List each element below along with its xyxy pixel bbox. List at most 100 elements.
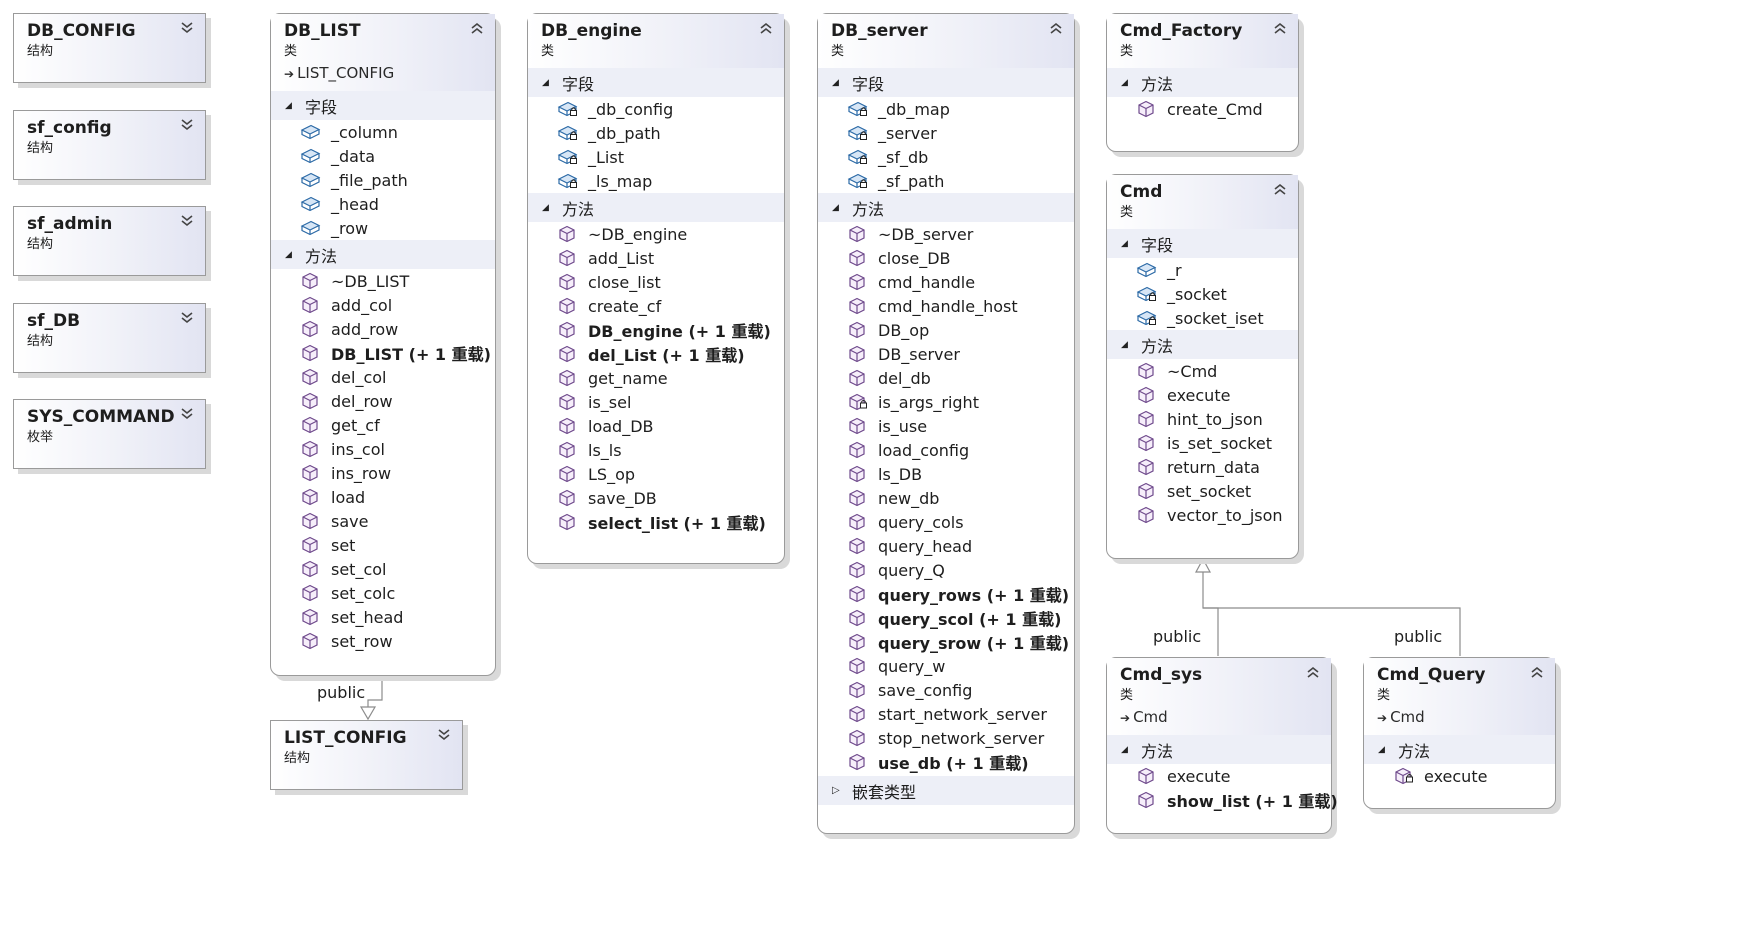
method-add-row[interactable]: add_row — [271, 317, 495, 341]
section-methods[interactable]: ◢方法 — [818, 193, 1074, 222]
field-socket[interactable]: _socket — [1107, 282, 1298, 306]
method-new-db[interactable]: new_db — [818, 486, 1074, 510]
method-query-cols[interactable]: query_cols — [818, 510, 1074, 534]
field-file-path[interactable]: _file_path — [271, 168, 495, 192]
method-return-data[interactable]: return_data — [1107, 455, 1298, 479]
method-is-use[interactable]: is_use — [818, 414, 1074, 438]
collapse-triangle-icon[interactable]: ◢ — [542, 77, 549, 88]
method-get-name[interactable]: get_name — [528, 366, 784, 390]
field-data[interactable]: _data — [271, 144, 495, 168]
method-set-row[interactable]: set_row — [271, 629, 495, 653]
field-sf-path[interactable]: _sf_path — [818, 169, 1074, 193]
expand-icon[interactable] — [179, 20, 195, 36]
method-del-db[interactable]: del_db — [818, 366, 1074, 390]
method-query-rows[interactable]: query_rows (+ 1 重载) — [818, 582, 1074, 606]
field-db-path[interactable]: _db_path — [528, 121, 784, 145]
section-methods[interactable]: ◢方法 — [1107, 330, 1298, 359]
expand-icon[interactable] — [179, 406, 195, 422]
field-ls-map[interactable]: _ls_map — [528, 169, 784, 193]
method-cmd[interactable]: ~Cmd — [1107, 359, 1298, 383]
section-fields[interactable]: ◢字段 — [818, 68, 1074, 97]
method-get-cf[interactable]: get_cf — [271, 413, 495, 437]
method-set-head[interactable]: set_head — [271, 605, 495, 629]
method-close-list[interactable]: close_list — [528, 270, 784, 294]
method-ls-ls[interactable]: ls_ls — [528, 438, 784, 462]
section-methods[interactable]: ◢方法 — [1364, 735, 1555, 764]
field-column[interactable]: _column — [271, 120, 495, 144]
method-set-socket[interactable]: set_socket — [1107, 479, 1298, 503]
method-db-list[interactable]: ~DB_LIST — [271, 269, 495, 293]
struct-sf-db[interactable]: sf_DB 结构 — [13, 303, 206, 373]
method-db-server[interactable]: ~DB_server — [818, 222, 1074, 246]
method-set[interactable]: set — [271, 533, 495, 557]
method-ins-col[interactable]: ins_col — [271, 437, 495, 461]
method-execute[interactable]: execute — [1107, 764, 1331, 788]
method-del-row[interactable]: del_row — [271, 389, 495, 413]
method-ls-db[interactable]: ls_DB — [818, 462, 1074, 486]
method-show-list[interactable]: show_list (+ 1 重载) — [1107, 788, 1338, 812]
section-methods[interactable]: ◢方法 — [528, 193, 784, 222]
method-cmd-handle-host[interactable]: cmd_handle_host — [818, 294, 1074, 318]
collapse-triangle-icon[interactable]: ◢ — [1378, 744, 1385, 755]
method-set-col[interactable]: set_col — [271, 557, 495, 581]
method-del-list[interactable]: del_List (+ 1 重载) — [528, 342, 784, 366]
section-methods[interactable]: ◢方法 — [1107, 735, 1331, 764]
collapse-icon[interactable] — [1529, 664, 1545, 680]
collapse-icon[interactable] — [1305, 664, 1321, 680]
section-methods[interactable]: ◢方法 — [271, 240, 495, 269]
expand-icon[interactable] — [179, 310, 195, 326]
method-hint-to-json[interactable]: hint_to_json — [1107, 407, 1298, 431]
method-load-db[interactable]: load_DB — [528, 414, 784, 438]
collapse-icon[interactable] — [758, 20, 774, 36]
collapse-triangle-icon[interactable]: ◢ — [285, 100, 292, 111]
section-nested-types[interactable]: ▷嵌套类型 — [818, 776, 1074, 805]
method-is-sel[interactable]: is_sel — [528, 390, 784, 414]
method-query-scol[interactable]: query_scol (+ 1 重载) — [818, 606, 1074, 630]
method-create-cf[interactable]: create_cf — [528, 294, 784, 318]
struct-db-config[interactable]: DB_CONFIG 结构 — [13, 13, 206, 83]
collapse-triangle-icon[interactable]: ◢ — [1121, 238, 1128, 249]
section-fields[interactable]: ◢字段 — [271, 91, 495, 120]
collapse-icon[interactable] — [469, 20, 485, 36]
collapse-triangle-icon[interactable]: ◢ — [542, 202, 549, 213]
method-use-db[interactable]: use_db (+ 1 重载) — [818, 750, 1074, 774]
field-list[interactable]: _List — [528, 145, 784, 169]
collapse-icon[interactable] — [1272, 181, 1288, 197]
method-db-list[interactable]: DB_LIST (+ 1 重载) — [271, 341, 495, 365]
method-stop-network-server[interactable]: stop_network_server — [818, 726, 1074, 750]
expand-icon[interactable] — [179, 117, 195, 133]
method-save-db[interactable]: save_DB — [528, 486, 784, 510]
method-save-config[interactable]: save_config — [818, 678, 1074, 702]
expand-icon[interactable] — [179, 213, 195, 229]
expand-icon[interactable] — [436, 727, 452, 743]
method-ls-op[interactable]: LS_op — [528, 462, 784, 486]
field-socket-iset[interactable]: _socket_iset — [1107, 306, 1298, 330]
collapse-triangle-icon[interactable]: ◢ — [1121, 77, 1128, 88]
method-start-network-server[interactable]: start_network_server — [818, 702, 1074, 726]
method-add-col[interactable]: add_col — [271, 293, 495, 317]
field-head[interactable]: _head — [271, 192, 495, 216]
method-execute[interactable]: execute — [1107, 383, 1298, 407]
method-vector-to-json[interactable]: vector_to_json — [1107, 503, 1298, 527]
collapse-icon[interactable] — [1048, 20, 1064, 36]
method-is-args-right[interactable]: is_args_right — [818, 390, 1074, 414]
section-fields[interactable]: ◢字段 — [528, 68, 784, 97]
method-query-w[interactable]: query_w — [818, 654, 1074, 678]
method-ins-row[interactable]: ins_row — [271, 461, 495, 485]
method-cmd-handle[interactable]: cmd_handle — [818, 270, 1074, 294]
method-load-config[interactable]: load_config — [818, 438, 1074, 462]
expand-triangle-icon[interactable]: ▷ — [832, 785, 840, 796]
collapse-triangle-icon[interactable]: ◢ — [285, 249, 292, 260]
collapse-icon[interactable] — [1272, 20, 1288, 36]
struct-list-config[interactable]: LIST_CONFIG 结构 — [270, 720, 463, 790]
method-db-op[interactable]: DB_op — [818, 318, 1074, 342]
field-db-config[interactable]: _db_config — [528, 97, 784, 121]
method-db-engine[interactable]: DB_engine (+ 1 重载) — [528, 318, 784, 342]
method-add-list[interactable]: add_List — [528, 246, 784, 270]
